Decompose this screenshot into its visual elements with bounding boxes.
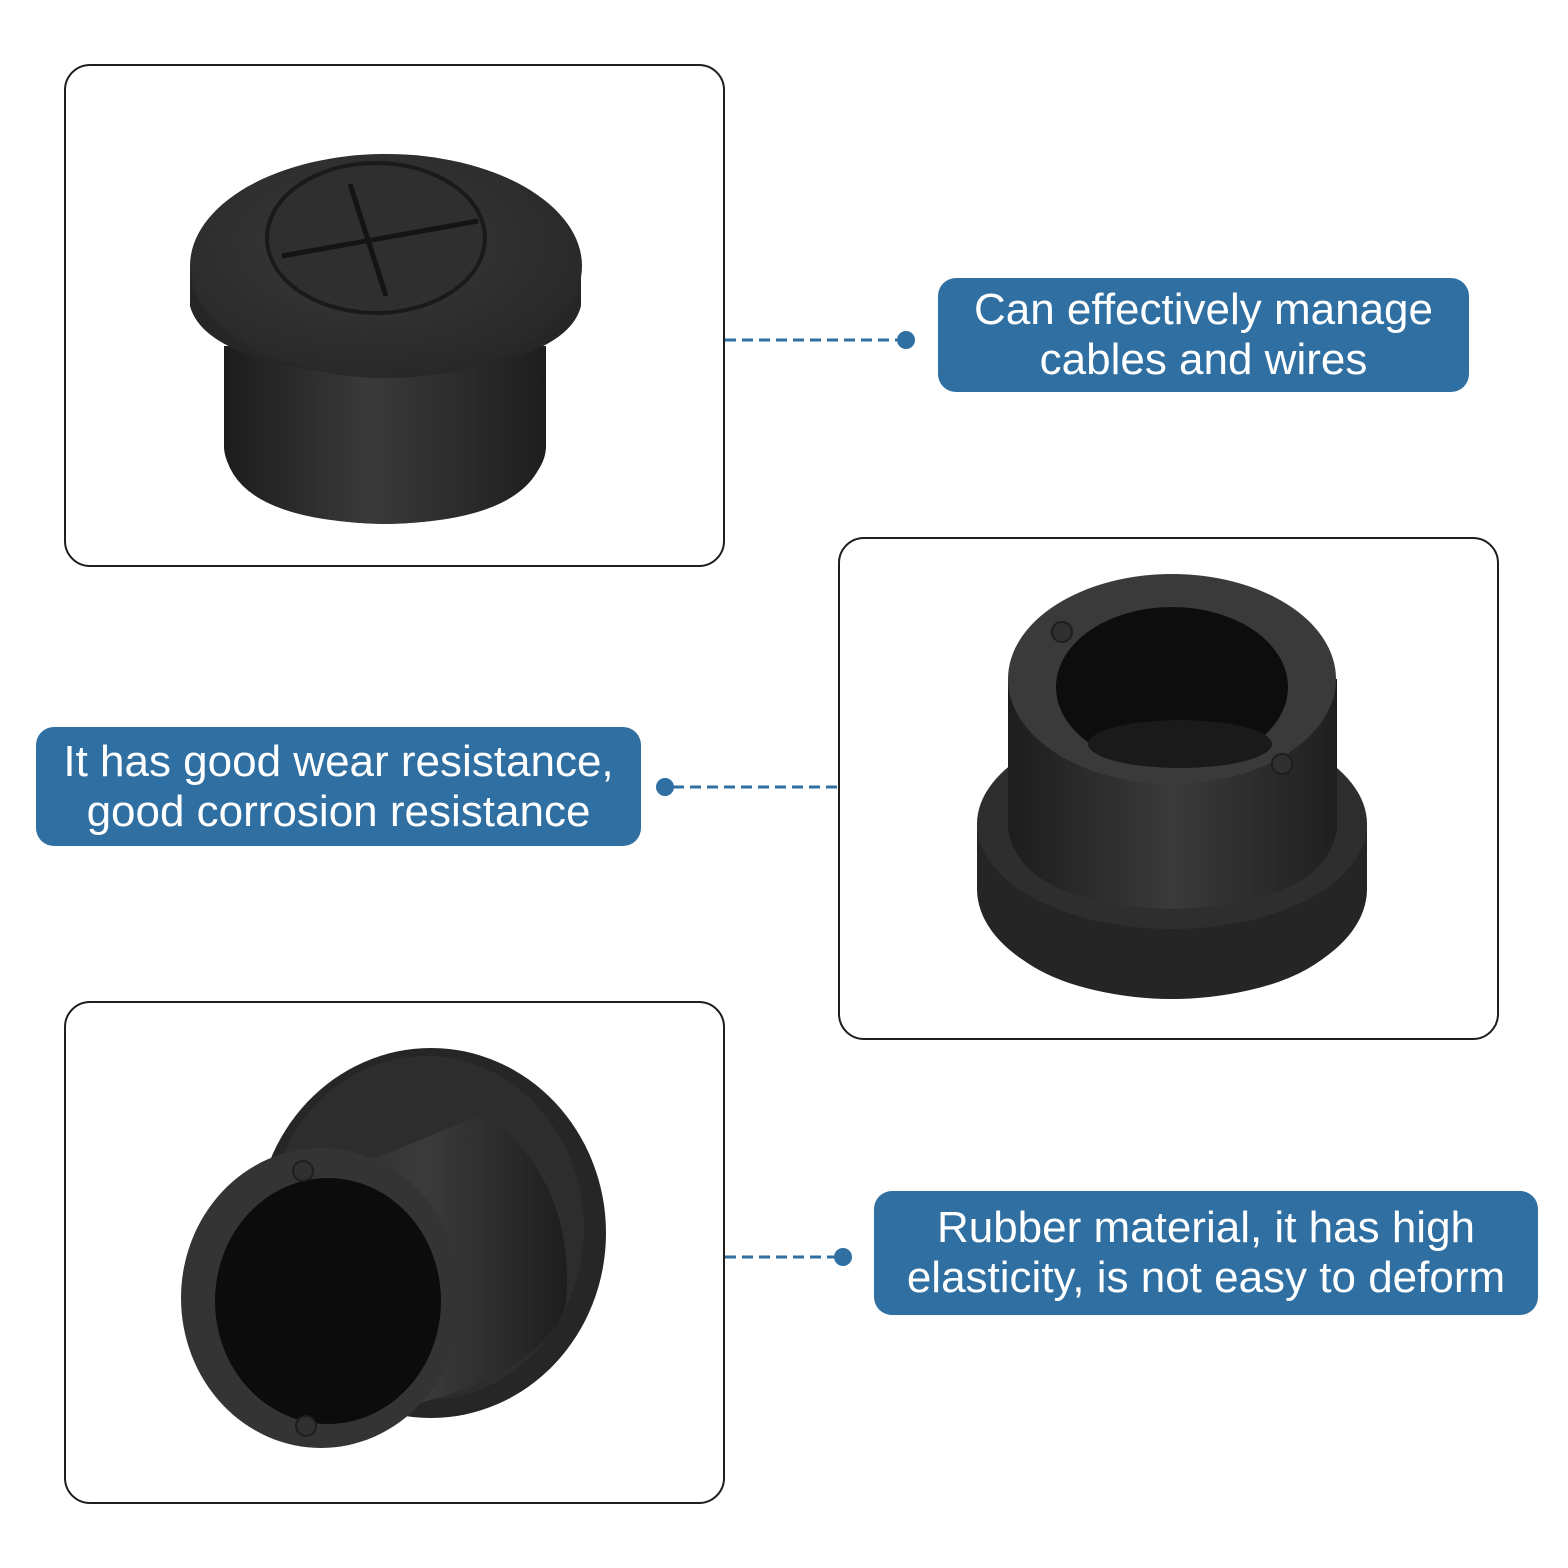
grommet-opening-view-image <box>977 574 1367 999</box>
callout-cable-management: Can effectively manage cables and wires <box>938 278 1469 392</box>
callout-3-text: Rubber material, it has high elasticity,… <box>906 1203 1506 1302</box>
product-photo-panel-opening-view <box>838 537 1499 1040</box>
product-photo-panel-angled-view <box>64 1001 725 1504</box>
callout-1-text: Can effectively manage cables and wires <box>973 285 1433 384</box>
callout-rubber-material: Rubber material, it has high elasticity,… <box>874 1191 1538 1315</box>
connector-3 <box>725 1248 852 1266</box>
connector-2 <box>656 778 838 796</box>
grommet-top-view-image <box>190 154 582 524</box>
callout-wear-resistance: It has good wear resistance, good corros… <box>36 727 641 846</box>
callout-2-text: It has good wear resistance, good corros… <box>63 736 614 836</box>
connector-1 <box>725 331 915 349</box>
product-photo-panel-top-view <box>64 64 725 567</box>
grommet-angled-view-image <box>181 1048 606 1448</box>
